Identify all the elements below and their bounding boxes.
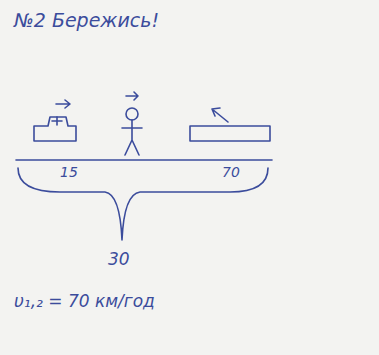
- person-body: [122, 120, 142, 155]
- speed-note: υ₁,₂ = 70 км/год: [14, 292, 155, 311]
- problem-title: №2 Бережись!: [14, 10, 159, 31]
- ground-line: [16, 159, 272, 161]
- person-head: [126, 108, 138, 120]
- car-left: [34, 117, 76, 141]
- motion-arrow: [126, 92, 138, 100]
- dimension-value: 15: [60, 165, 78, 180]
- motion-arrow: [212, 108, 228, 122]
- dimension-value: 70: [222, 165, 240, 180]
- car-mark: [52, 117, 62, 125]
- dimension-value: 30: [108, 250, 130, 269]
- motion-arrow: [56, 100, 70, 108]
- car-right: [190, 126, 270, 141]
